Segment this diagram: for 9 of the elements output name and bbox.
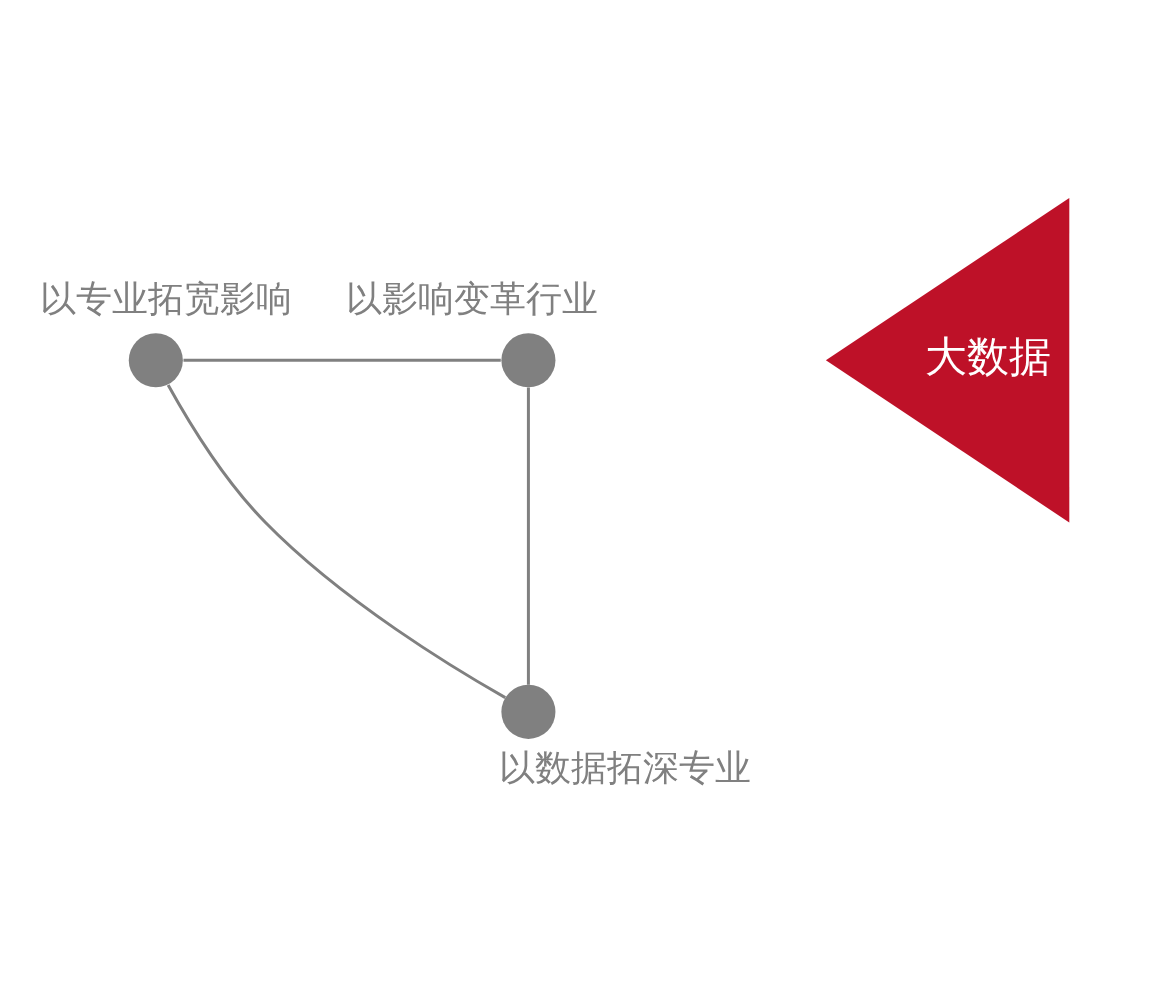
node-circle [128,333,183,388]
node-label: 以专业拓宽影响 [39,277,292,320]
connector [526,387,530,685]
node-label: 以影响变革行业 [346,277,599,320]
node-label: 以数据拓深专业 [499,746,752,789]
connector [166,384,507,699]
connector [183,358,501,362]
node-circle [501,333,556,388]
node-circle [501,684,556,739]
